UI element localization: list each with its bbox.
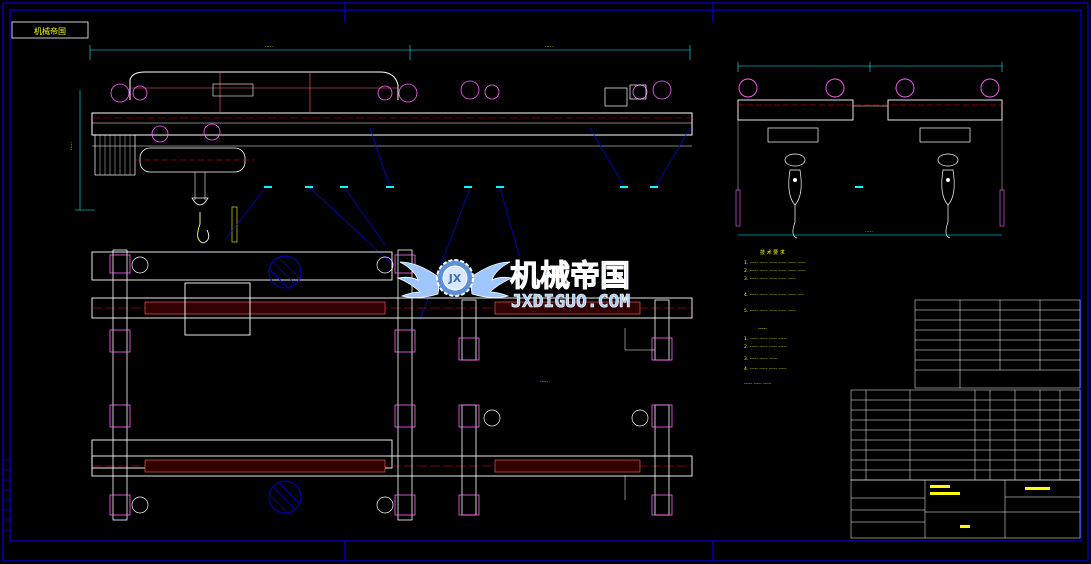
note-line: ----- ----- ----- [744, 382, 772, 387]
bom-table [850, 389, 1081, 481]
note-line: 2. ----- ----- ----- ----- [744, 344, 787, 350]
drive-hatch-upper [268, 255, 302, 289]
plan-view: ····· [3, 249, 693, 531]
notes-heading: 技 术 要 求 [760, 249, 785, 256]
svg-text:·····: ····· [865, 229, 873, 235]
svg-text:·····: ····· [540, 379, 548, 385]
wing-left [396, 261, 441, 298]
notes-heading-2: ----- [758, 326, 767, 332]
inner-border [9, 9, 1082, 542]
note-line: 4. ----- ----- ----- ----- [744, 366, 787, 372]
technical-notes: 技 术 要 求 1. ----- ----- ----- ----- -----… [744, 249, 806, 387]
logo-text: JX [448, 272, 462, 285]
note-line: 3. ----- ----- ----- ----- ----- [744, 276, 796, 282]
parameter-table [914, 299, 1081, 389]
note-line: 5. ----- ----- ----- ----- ----- [744, 308, 796, 314]
side-view: ····· [735, 62, 1005, 239]
trolley-box [184, 282, 251, 336]
watermark: JX 机械帝国 JXDIGUO.COM [396, 259, 631, 312]
main-girder [91, 112, 693, 136]
watermark-cn: 机械帝国 [510, 259, 630, 294]
svg-text:·····: ····· [265, 44, 273, 50]
title-block [850, 479, 1081, 539]
wing-right [469, 261, 514, 298]
note-line: 1. ----- ----- ----- ----- ----- ----- [744, 260, 806, 266]
title-box-label: 机械帝国 [34, 26, 66, 36]
note-line: 4. ----- ----- ----- ----- ----- ---- [744, 292, 804, 298]
note-line: 2. ----- ----- ----- ----- ----- ----- [744, 268, 806, 274]
watermark-en: JXDIGUO.COM [511, 291, 630, 312]
note-line: 1. ----- ----- ----- ----- [744, 336, 787, 342]
svg-text:·····: ····· [545, 44, 553, 50]
title-box: 机械帝国 [11, 21, 89, 39]
note-line: 3. ----- ----- ----- [744, 356, 777, 362]
front-elevation-view: ····· ····· [69, 44, 693, 321]
drive-hatch-lower [268, 480, 302, 514]
svg-text:·····: ····· [69, 142, 75, 150]
